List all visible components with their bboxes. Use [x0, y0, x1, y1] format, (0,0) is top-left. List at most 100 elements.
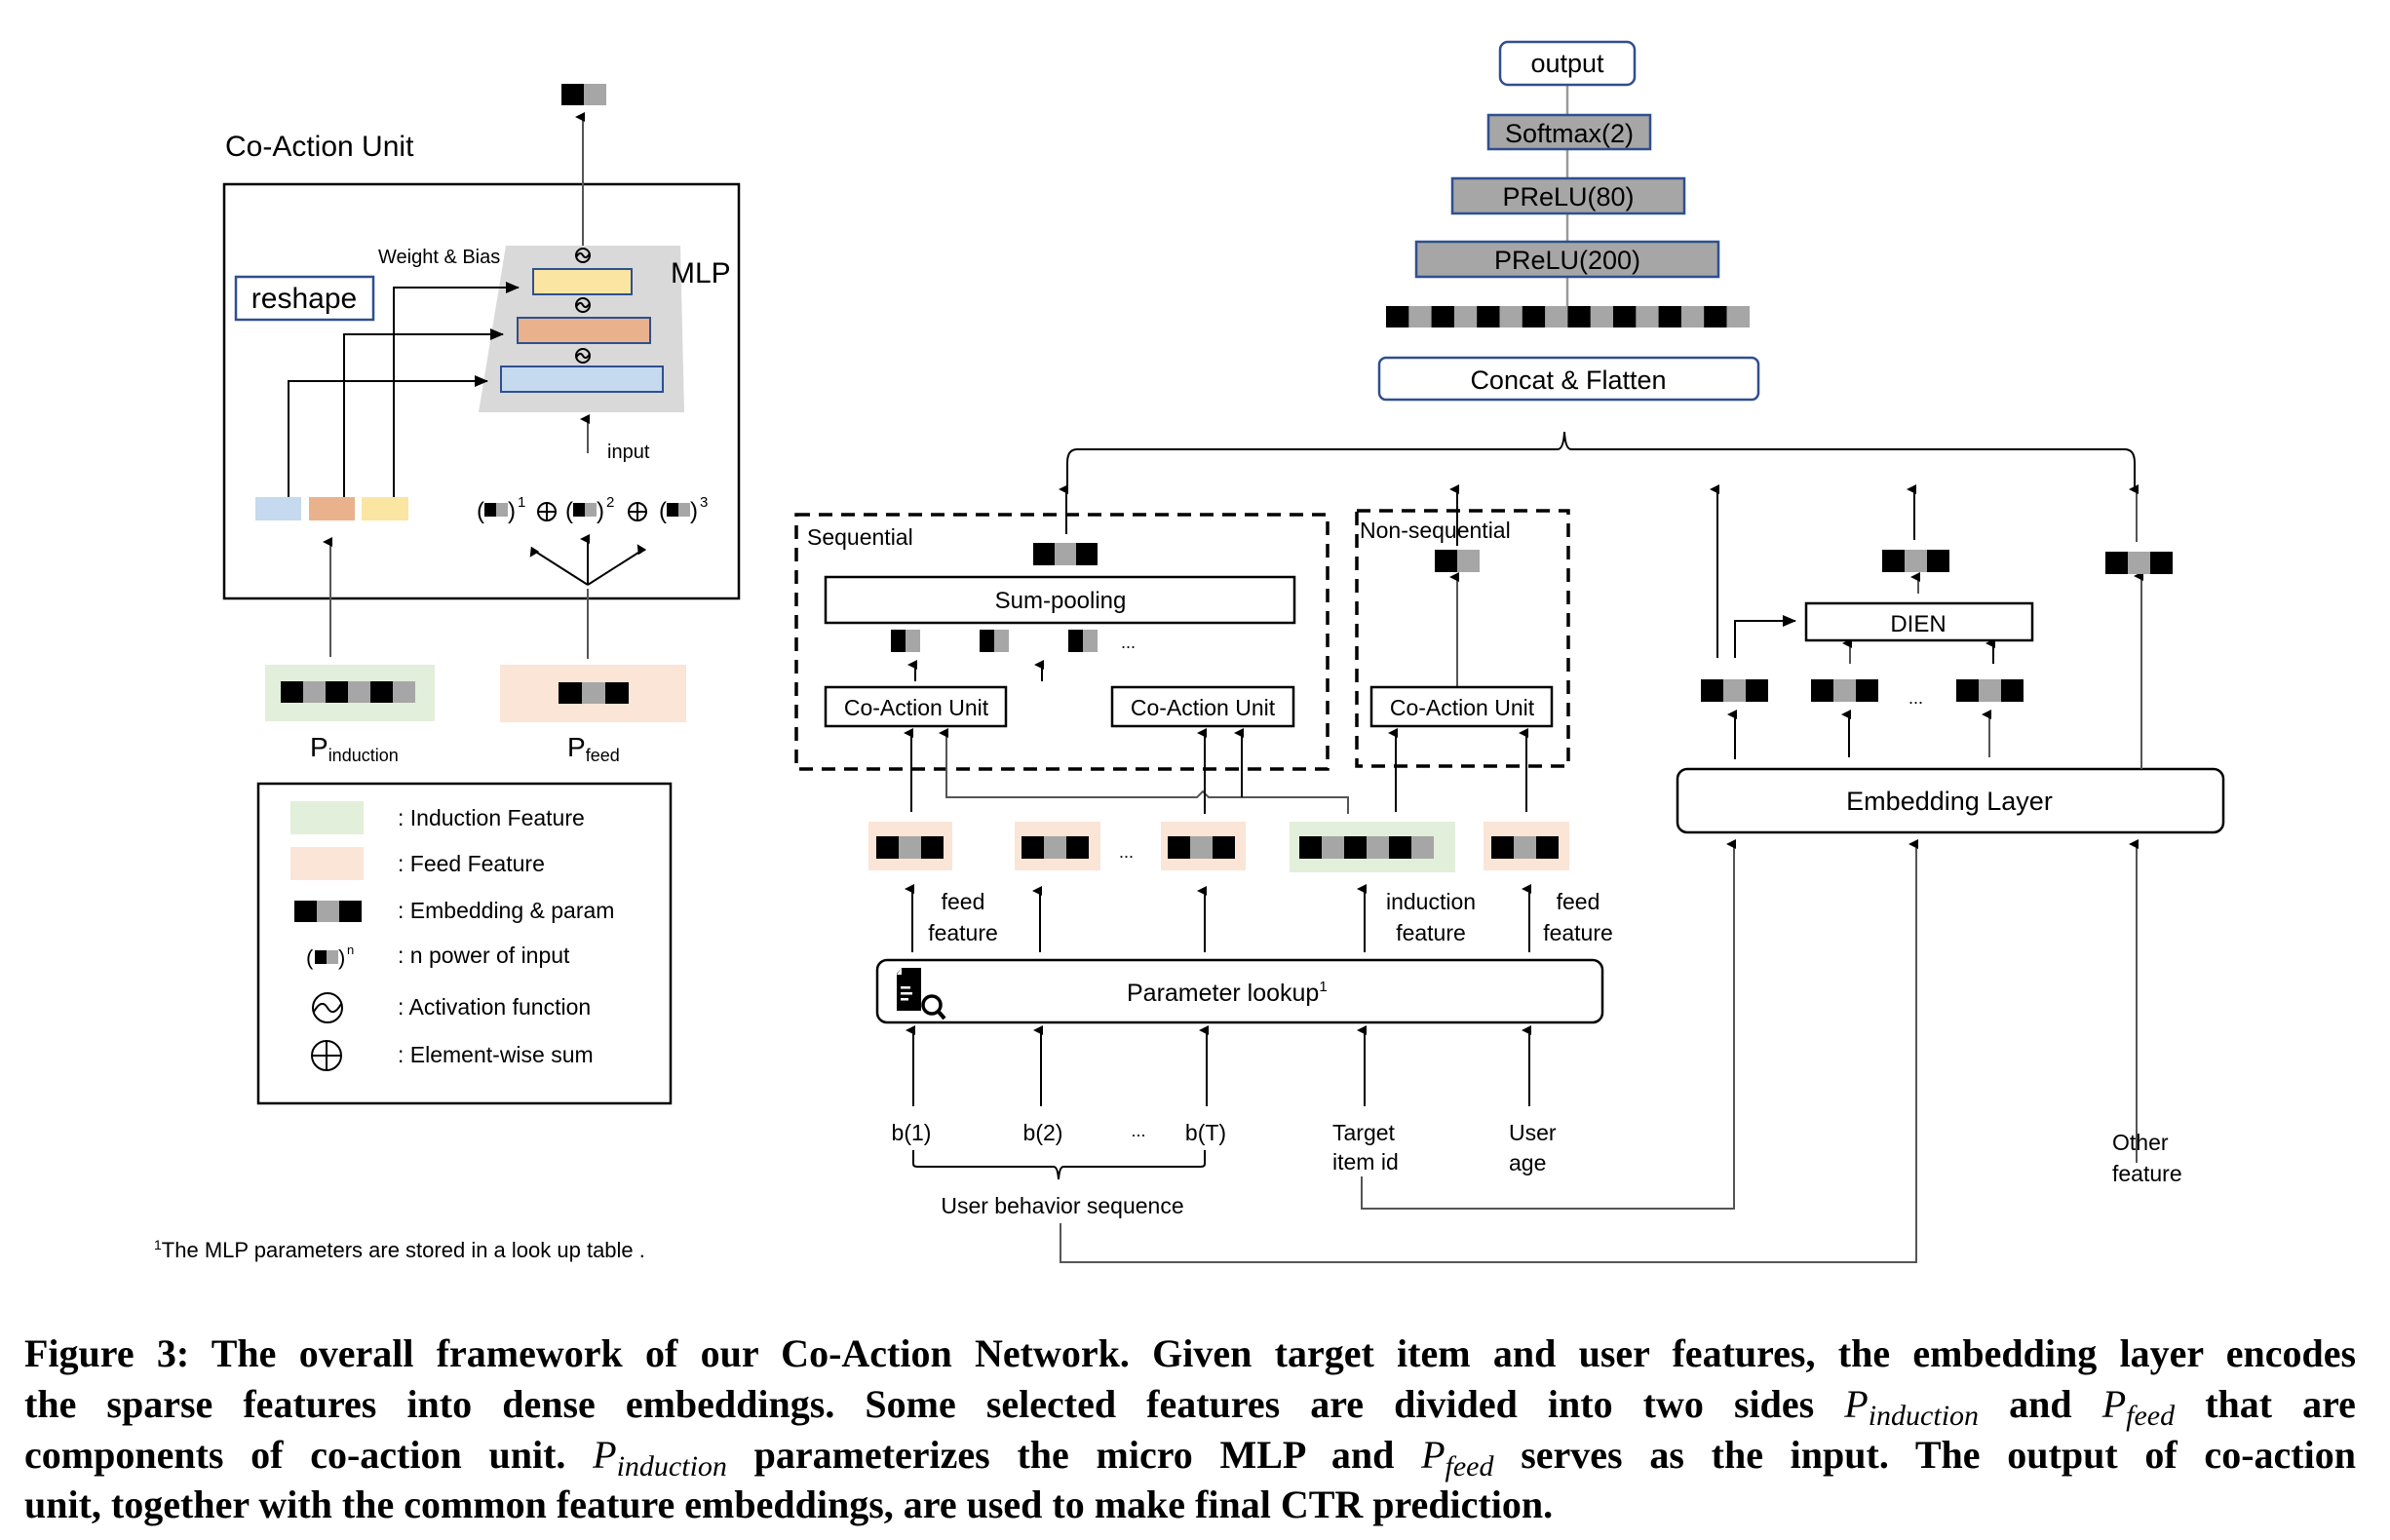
parameter-lookup-box — [875, 958, 1604, 1024]
parameter-lookup-label: Parameter lookup1 — [1127, 979, 1328, 1007]
softmax-label: Softmax(2) — [1505, 119, 1634, 148]
svg-text:n: n — [347, 943, 354, 957]
footnote: 1The MLP parameters are stored in a look… — [154, 1237, 645, 1262]
behavior-embedding — [1811, 679, 1878, 702]
feed-feature-block — [868, 822, 952, 870]
param-block-orange — [309, 497, 355, 520]
feed-feature-block — [1484, 822, 1569, 870]
input-fan-arrows — [529, 534, 647, 586]
sequential-ellipsis: ... — [1121, 633, 1136, 652]
sum-pooling-box — [824, 575, 1296, 625]
unit-output-embedding — [1435, 550, 1480, 572]
caption-line: Figure 3: The overall framework of our C… — [24, 1331, 2356, 1375]
softmax-layer — [1486, 113, 1652, 151]
sequence-to-embedding-connector — [1060, 839, 1918, 1263]
feed-feature-label-2b: feature — [1543, 920, 1613, 945]
concat-cell — [1431, 306, 1455, 327]
concatenated-embedding — [1386, 306, 1751, 327]
feed-feature-label-2: feed — [1557, 889, 1600, 914]
input-target-line2: item id — [1332, 1149, 1399, 1174]
power-3: 3 — [700, 494, 708, 511]
power-2: 2 — [606, 494, 614, 511]
target-to-embedding-connector — [1361, 839, 1736, 1210]
feed-feature-label-1: feed — [942, 889, 985, 914]
non-sequential-group: Non-sequential Co-Action Unit — [1355, 484, 1570, 768]
feed-feature-label-1b: feature — [928, 920, 998, 945]
input-bT: b(T) — [1185, 1120, 1226, 1145]
dien-label: DIEN — [1890, 611, 1946, 637]
concat-cell — [1567, 306, 1591, 327]
activation-function-icon — [575, 297, 591, 313]
connector-weights-layer3 — [393, 282, 520, 497]
input-b2: b(2) — [1023, 1120, 1063, 1145]
svg-text:(: ( — [659, 498, 667, 524]
connector-weights-layer1 — [288, 375, 488, 497]
element-wise-sum-icon — [311, 1040, 342, 1071]
concat-cell — [1590, 306, 1614, 327]
embedding-side: Embedding Layer ... DIEN — [1676, 484, 2225, 834]
dien-box — [1804, 601, 2034, 642]
co-action-unit-label-1: Co-Action Unit — [844, 695, 989, 720]
svg-text:): ) — [690, 498, 698, 524]
prelu-200-layer — [1414, 240, 1720, 279]
target-item-embedding — [1701, 679, 1768, 702]
other-feature-line2: feature — [2112, 1161, 2182, 1186]
caption-line: the sparse features into dense embedding… — [24, 1382, 2356, 1432]
svg-text:): ) — [338, 945, 345, 970]
co-action-unit-frame — [222, 182, 741, 600]
embedding-block — [294, 901, 362, 922]
caption-line: components of co-action unit. Pinduction… — [24, 1433, 2356, 1482]
sequence-brace — [912, 1150, 1206, 1180]
concat-cell — [1408, 306, 1432, 327]
output-label: output — [1530, 49, 1604, 78]
behavior-embedding — [1956, 679, 2024, 702]
p-induction-label: Pinduction — [310, 732, 399, 765]
param-block-yellow — [362, 497, 408, 520]
element-wise-sum-icon — [537, 502, 557, 521]
concat-cell — [1704, 306, 1727, 327]
p-feed-label: Pfeed — [567, 732, 620, 765]
concat-cell — [1613, 306, 1637, 327]
other-feature-line1: Other — [2112, 1130, 2169, 1155]
figure-caption: Figure 3: The overall framework of our C… — [24, 1331, 2356, 1526]
co-action-unit-label-3: Co-Action Unit — [1390, 695, 1535, 720]
svg-text:): ) — [508, 498, 516, 524]
activation-function-icon — [575, 248, 591, 263]
unit-output-embedding — [980, 630, 1009, 652]
concat-cell — [1636, 306, 1659, 327]
legend-frame — [256, 782, 673, 1105]
feature-ellipsis: ... — [1119, 842, 1134, 862]
power-1: 1 — [518, 494, 525, 511]
unit-output-embedding — [891, 630, 920, 652]
sum-pooled-embedding — [1033, 543, 1098, 565]
activation-function-icon — [575, 348, 591, 364]
feed-swatch — [290, 847, 364, 880]
legend-label-activation: : Activation function — [398, 994, 591, 1020]
user-behavior-sequence-label: User behavior sequence — [941, 1193, 1183, 1218]
concat-brace — [1066, 431, 2136, 492]
legend-label-embedding: : Embedding & param — [398, 898, 614, 923]
output-box — [1498, 40, 1637, 87]
input-label: input — [607, 442, 650, 463]
dien-output-embedding — [1882, 550, 1949, 572]
concat-cell — [1680, 306, 1705, 327]
feed-feature-block — [1161, 822, 1246, 870]
other-feature-embedding — [2105, 552, 2173, 574]
input-user-line1: User — [1509, 1120, 1557, 1145]
mlp-layer-2 — [517, 317, 651, 344]
mlp-layer-1 — [500, 366, 664, 393]
sequential-frame — [794, 513, 1330, 771]
induction-feature-label: induction — [1386, 889, 1476, 914]
unit-output-embedding — [561, 84, 606, 105]
legend-label-feed: : Feed Feature — [398, 851, 545, 876]
concat-cell — [1545, 306, 1568, 327]
caption-line: unit, together with the common feature e… — [24, 1482, 1553, 1526]
param-block-blue — [255, 497, 301, 520]
reshape-label: reshape — [251, 283, 357, 315]
co-action-unit-title: Co-Action Unit — [225, 131, 414, 163]
embedding-layer-label: Embedding Layer — [1846, 787, 2053, 816]
sequential-group: Sequential Sum-pooling ... Co-Action Uni… — [794, 484, 1330, 771]
concat-cell — [1726, 306, 1751, 327]
mlp-label: MLP — [671, 257, 731, 289]
